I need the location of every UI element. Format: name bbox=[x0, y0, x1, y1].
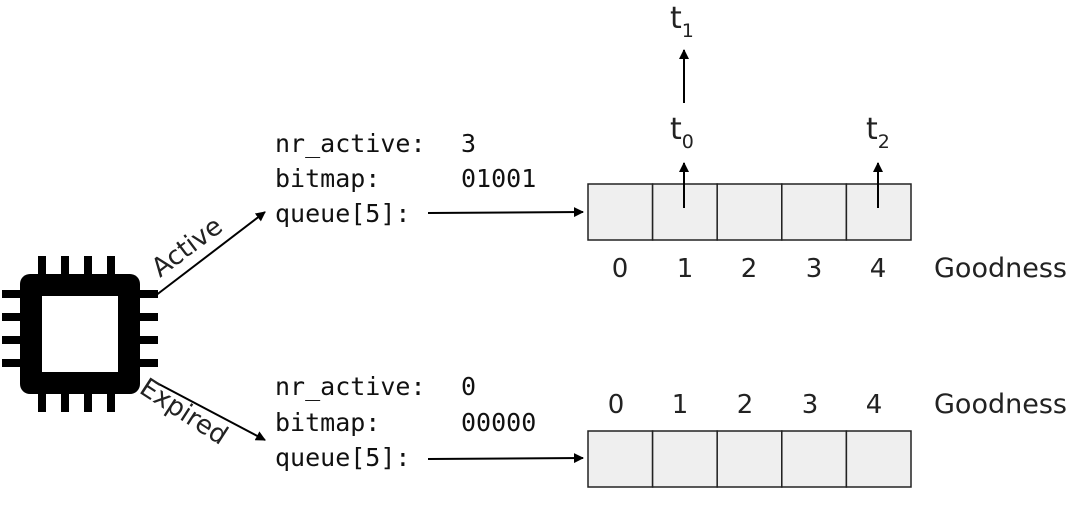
expired-queue-index: 4 bbox=[866, 390, 883, 420]
expired-runqueue-fields: nr_active: 0 bitmap: 00000 queue[5]: bbox=[275, 372, 536, 472]
expired-edge-arrow bbox=[154, 381, 266, 441]
active-queue-cell bbox=[651, 183, 718, 241]
expired-queue-index: 1 bbox=[672, 390, 689, 420]
active-runqueue-fields: nr_active: 3 bitmap: 01001 queue[5]: bbox=[275, 129, 536, 228]
active-nr-active-label: nr_active: bbox=[275, 129, 426, 158]
active-queue-pointer-arrow bbox=[427, 207, 584, 218]
expired-goodness-label: Goodness bbox=[934, 389, 1067, 420]
task-t0-label: t0 bbox=[670, 112, 694, 153]
task-name: t bbox=[866, 112, 878, 147]
expired-queue-index: 2 bbox=[737, 390, 754, 420]
expired-queue-index: 3 bbox=[802, 390, 819, 420]
active-bitmap-label: bitmap: bbox=[275, 164, 380, 193]
expired-queue-cell bbox=[587, 430, 654, 488]
task-t1-label: t1 bbox=[670, 1, 694, 42]
active-queue-index: 3 bbox=[806, 254, 823, 284]
expired-queue-cell bbox=[845, 430, 912, 488]
active-queue-index: 4 bbox=[870, 254, 887, 284]
active-queue-cell bbox=[781, 183, 848, 241]
expired-bitmap-value: 00000 bbox=[461, 408, 536, 437]
expired-queue-pointer-arrow bbox=[427, 453, 584, 464]
active-queue-cell bbox=[716, 183, 783, 241]
expired-queue-label: queue[5]: bbox=[275, 443, 410, 472]
expired-nr-active-label: nr_active: bbox=[275, 372, 426, 401]
task-t2-label: t2 bbox=[866, 112, 890, 153]
active-queue-index: 1 bbox=[677, 254, 694, 284]
task-subscript: 0 bbox=[682, 131, 694, 153]
expired-bitmap-label: bitmap: bbox=[275, 408, 380, 437]
expired-queue-cell bbox=[781, 430, 848, 488]
expired-queue-cell bbox=[651, 430, 718, 488]
expired-queue-cell bbox=[716, 430, 783, 488]
expired-queue-indices: 0 1 2 3 4 bbox=[608, 390, 883, 420]
active-queue-indices: 0 1 2 3 4 bbox=[612, 254, 887, 284]
task-name: t bbox=[670, 1, 682, 36]
expired-nr-active-value: 0 bbox=[461, 372, 476, 401]
active-queue-index: 2 bbox=[741, 254, 758, 284]
active-queue-index: 0 bbox=[612, 254, 629, 284]
active-goodness-label: Goodness bbox=[934, 253, 1067, 284]
expired-queue-array bbox=[587, 430, 912, 488]
active-edge-arrow bbox=[154, 211, 266, 297]
cpu-chip-icon bbox=[2, 256, 158, 412]
active-queue-label: queue[5]: bbox=[275, 199, 410, 228]
active-nr-active-value: 3 bbox=[461, 129, 476, 158]
active-queue-array bbox=[587, 183, 912, 241]
task-name: t bbox=[670, 112, 682, 147]
active-bitmap-value: 01001 bbox=[461, 164, 536, 193]
task-subscript: 2 bbox=[878, 131, 890, 153]
active-edge-label: Active bbox=[146, 211, 228, 283]
active-queue-cell bbox=[587, 183, 654, 241]
expired-edge-label: Expired bbox=[134, 373, 233, 452]
expired-queue-index: 0 bbox=[608, 390, 625, 420]
task-subscript: 1 bbox=[682, 20, 694, 42]
